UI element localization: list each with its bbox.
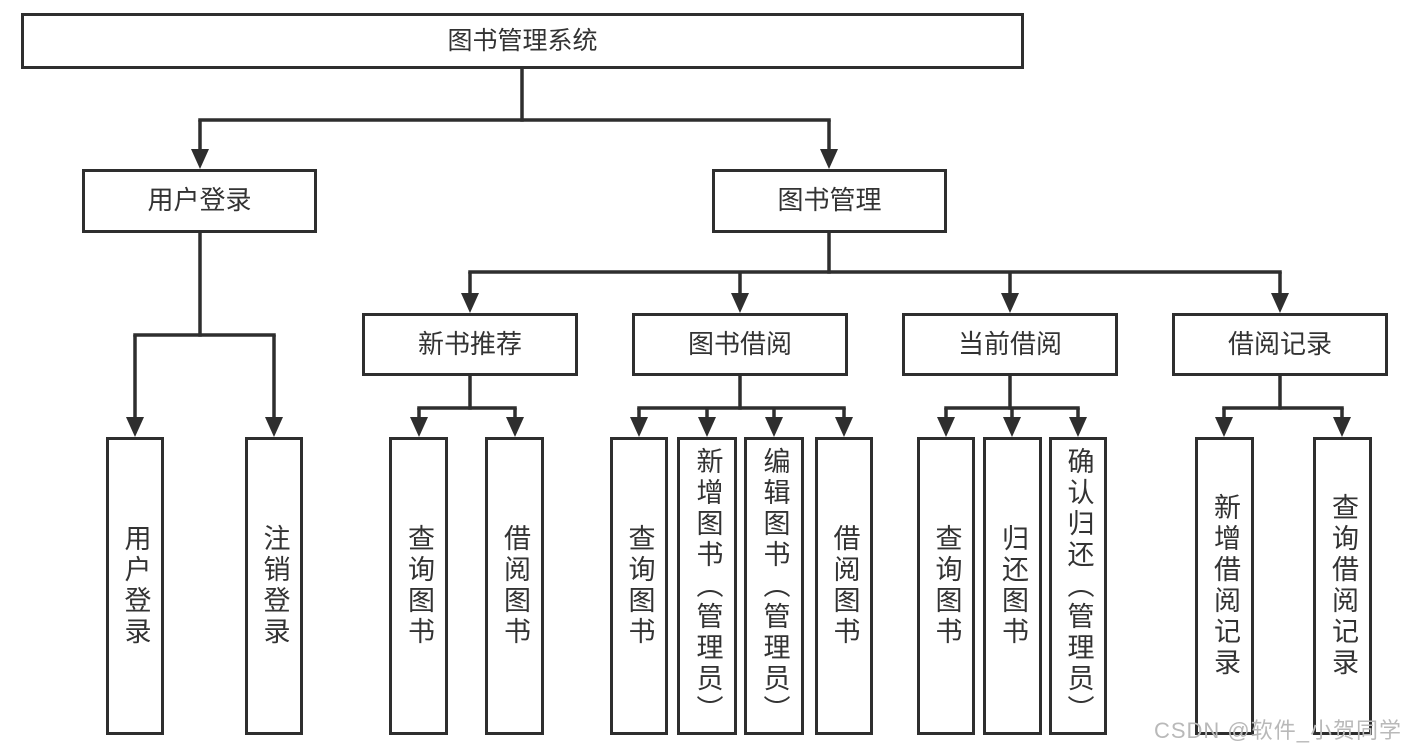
leaf-return-book: 归还图书 xyxy=(983,437,1042,735)
leaf-logout: 注销登录 xyxy=(245,437,303,735)
node-label: 新书推荐 xyxy=(417,328,522,359)
leaf-label: 用户登录 xyxy=(120,524,151,648)
node-user-login: 用户登录 xyxy=(82,169,317,233)
leaf-label: 新增借阅记录 xyxy=(1210,493,1240,679)
node-root-label: 图书管理系统 xyxy=(447,27,598,55)
leaf-borrow-book-2: 借阅图书 xyxy=(815,437,873,735)
leaf-label: 编辑图书（管理员） xyxy=(759,446,790,726)
node-book-mgmt: 图书管理 xyxy=(712,169,947,233)
leaf-label: 查询借阅记录 xyxy=(1328,493,1358,679)
leaf-user-login: 用户登录 xyxy=(106,437,164,735)
leaf-label: 查询图书 xyxy=(624,524,655,648)
leaf-edit-book-admin: 编辑图书（管理员） xyxy=(744,437,804,735)
leaf-add-book-admin: 新增图书（管理员） xyxy=(677,437,737,735)
node-label: 当前借阅 xyxy=(957,328,1062,359)
node-root: 图书管理系统 xyxy=(21,13,1024,69)
leaf-borrow-book-1: 借阅图书 xyxy=(485,437,544,735)
node-new-book-recommend: 新书推荐 xyxy=(362,313,578,376)
leaf-query-book-2: 查询图书 xyxy=(610,437,668,735)
node-user-login-label: 用户登录 xyxy=(147,185,252,216)
node-current-borrow: 当前借阅 xyxy=(902,313,1118,376)
leaf-query-book-1: 查询图书 xyxy=(389,437,448,735)
leaf-confirm-return-admin: 确认归还（管理员） xyxy=(1049,437,1107,735)
leaf-label: 归还图书 xyxy=(998,524,1028,648)
leaf-add-borrow-record: 新增借阅记录 xyxy=(1195,437,1254,735)
node-label: 借阅记录 xyxy=(1227,328,1332,359)
node-book-mgmt-label: 图书管理 xyxy=(777,185,882,216)
leaf-label: 借阅图书 xyxy=(500,524,530,648)
leaf-label: 查询图书 xyxy=(931,524,962,648)
csdn-watermark: CSDN @软件_小贺同学 xyxy=(1153,718,1402,743)
leaf-label: 借阅图书 xyxy=(829,524,860,648)
leaf-label: 查询图书 xyxy=(404,524,434,648)
node-borrow-record: 借阅记录 xyxy=(1172,313,1388,376)
node-book-borrow: 图书借阅 xyxy=(632,313,848,376)
node-label: 图书借阅 xyxy=(687,328,792,359)
leaf-query-borrow-record: 查询借阅记录 xyxy=(1313,437,1372,735)
leaf-query-book-3: 查询图书 xyxy=(917,437,975,735)
leaf-label: 新增图书（管理员） xyxy=(692,446,723,726)
leaf-label: 确认归还（管理员） xyxy=(1063,446,1094,726)
leaf-label: 注销登录 xyxy=(259,524,290,648)
